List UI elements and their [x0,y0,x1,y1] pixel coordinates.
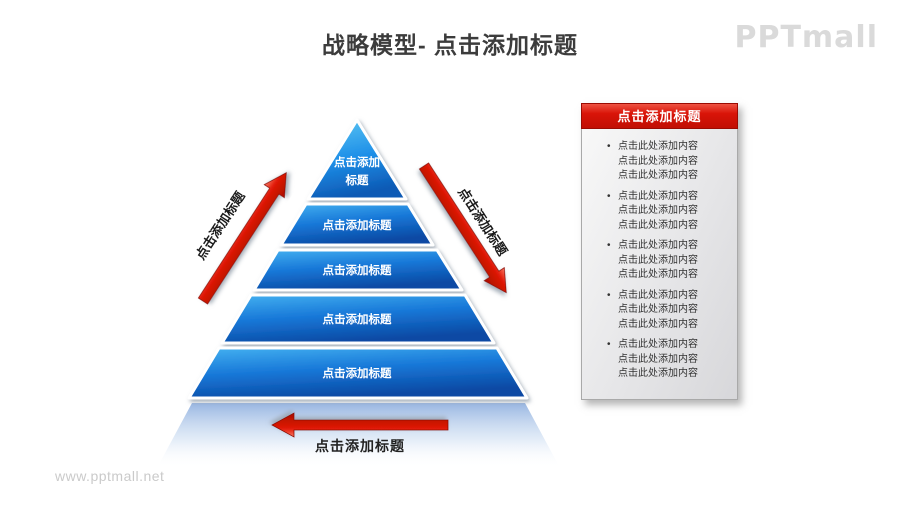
arrow-back [271,412,449,438]
bullet-group-4[interactable]: 点击此处添加内容 点击此处添加内容 点击此处添加内容 [582,289,731,333]
bullet-line[interactable]: 点击此处添加内容 [618,254,698,266]
panel-body: 点击此处添加内容 点击此处添加内容 点击此处添加内容 点击此处添加内容 点击此处… [581,129,738,400]
bullet-line[interactable]: 点击此处添加内容 [618,141,698,152]
bullet-line[interactable]: 点击此处添加内容 [618,205,698,216]
pyramid-level-1-label-line2[interactable]: 标题 [345,173,369,187]
panel-header[interactable]: 点击添加标题 [581,103,738,129]
bullet-line[interactable]: 点击此处添加内容 [618,318,698,330]
pyramid-level-3-label[interactable]: 点击添加标题 [323,263,392,277]
pptmall-logo: PPTmall [734,20,878,55]
bullet-line[interactable]: 点击此处添加内容 [618,190,698,202]
pyramid-level-1[interactable] [306,118,408,201]
pyramid-level-2-label[interactable]: 点击添加标题 [323,218,392,232]
pyramid-level-5[interactable] [187,346,529,400]
bullet-line[interactable]: 点击此处添加内容 [618,240,698,251]
bullet-line[interactable]: 点击此处添加内容 [618,269,698,280]
pyramid-level-3[interactable] [252,248,464,292]
watermark: www.pptmall.net [55,468,165,484]
pyramid: 点击添加 标题 点击添加标题 点击添加标题 点击添加标题 点击添加标题 [187,118,529,400]
arrow-up [197,171,287,305]
content-panel: 点击添加标题 点击此处添加内容 点击此处添加内容 点击此处添加内容 点击此处添加… [581,103,738,400]
arrow-back-label[interactable]: 点击添加标题 [315,438,405,454]
bullet-line[interactable]: 点击此处添加内容 [618,368,698,379]
bullet-line[interactable]: 点击此处添加内容 [618,219,698,231]
bullet-group-1[interactable]: 点击此处添加内容 点击此处添加内容 点击此处添加内容 [582,140,731,184]
bullet-line[interactable]: 点击此处添加内容 [618,353,698,365]
bullet-line[interactable]: 点击此处添加内容 [618,155,698,167]
pyramid-level-5-label[interactable]: 点击添加标题 [323,366,392,380]
pyramid-level-1-label-line1[interactable]: 点击添加 [334,155,380,169]
pyramid-level-2[interactable] [279,202,435,247]
pyramid-reflection [157,403,560,468]
bullet-line[interactable]: 点击此处添加内容 [618,339,698,350]
bullet-line[interactable]: 点击此处添加内容 [618,289,698,301]
bullet-line[interactable]: 点击此处添加内容 [618,304,698,315]
bullet-line[interactable]: 点击此处添加内容 [618,170,698,181]
pyramid-level-4-label[interactable]: 点击添加标题 [323,312,392,326]
pyramid-level-4[interactable] [220,293,496,345]
bullet-group-2[interactable]: 点击此处添加内容 点击此处添加内容 点击此处添加内容 [582,190,731,234]
bullet-group-3[interactable]: 点击此处添加内容 点击此处添加内容 点击此处添加内容 [582,239,731,283]
bullet-group-5[interactable]: 点击此处添加内容 点击此处添加内容 点击此处添加内容 [582,338,731,382]
arrow-down [418,162,507,294]
slide-title[interactable]: 战略模型- 点击添加标题 [321,32,579,58]
